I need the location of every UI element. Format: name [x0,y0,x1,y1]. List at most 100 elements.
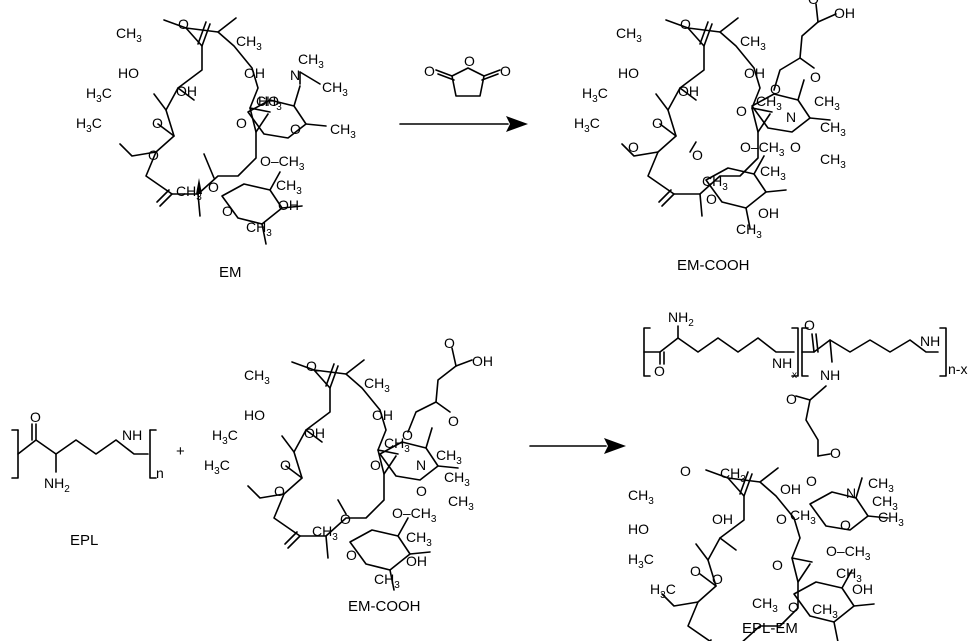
epl-structure: O NH2 NH n [11,409,164,495]
svg-text:O: O [274,483,285,499]
svg-text:O: O [786,391,797,407]
svg-text:CH3: CH3 [836,565,862,585]
svg-text:CH3: CH3 [752,595,778,615]
em-cooh-bottom-caption: EM-COOH [348,598,421,615]
em-cooh-top-structure: O CH3 CH3 HO OH OH H3C CH3 H3C O O O CH3… [574,0,855,241]
em-deso-n: N [290,67,300,83]
em-ring-o: O [152,115,163,131]
svg-text:O: O [690,563,701,579]
em-clad-ch3-2: CH3 [246,219,272,239]
svg-text:O: O [680,463,691,479]
svg-text:O: O [808,0,819,7]
em-cooh-bottom-structure: O CH3 CH3 HO OH OH H3C CH3 H3C O O O CH3… [204,335,493,591]
svg-text:CH3: CH3 [702,173,728,193]
svg-text:NH: NH [820,367,840,383]
em-deso-o: O [290,121,301,137]
svg-text:O: O [770,81,781,97]
svg-text:H3C: H3C [650,581,676,601]
em-clad-ch3: CH3 [276,177,302,197]
em-clad-link-o: O [208,179,219,195]
svg-text:CH3: CH3 [740,33,766,53]
svg-text:OH: OH [852,581,873,597]
svg-text:CH3: CH3 [814,93,840,113]
em-nme-ch3-2: CH3 [322,79,348,99]
em-glycoside-o: O [236,115,247,131]
svg-text:CH3: CH3 [444,469,470,489]
svg-text:N: N [786,109,796,125]
svg-text:CH3: CH3 [384,435,410,455]
svg-text:OH: OH [780,481,801,497]
em-clad-o: O [222,203,233,219]
em-ch3-label-4: CH3 [176,183,202,203]
svg-text:N: N [416,457,426,473]
em-oh-label-2: OH [244,65,265,81]
em-ketone-o: O [178,16,189,32]
svg-text:CH3: CH3 [820,151,846,171]
svg-text:OH: OH [304,425,325,441]
svg-text:O: O [628,139,639,155]
em-ch3-label: CH3 [116,25,142,45]
plus-sign: + [176,443,185,460]
svg-text:CH3: CH3 [436,447,462,467]
em-cooh-top-caption: EM-COOH [677,257,750,274]
svg-text:O: O [444,335,455,351]
svg-text:O: O [654,363,665,379]
svg-text:O: O [772,557,783,573]
svg-text:CH3: CH3 [872,493,898,513]
svg-text:O: O [788,599,799,615]
svg-text:O: O [712,571,723,587]
em-h3c-ethyl-label: H3C [76,115,102,135]
em-structure: O CH3 CH3 HO OH OH H3C CH3 H3C O O O CH3… [76,16,356,245]
em-caption: EM [219,264,242,281]
anhydride-o-left: O [424,63,435,79]
svg-text:O: O [804,317,815,333]
svg-text:O: O [806,473,817,489]
svg-text:HO: HO [628,521,649,537]
reaction-arrow-1-head [506,116,528,132]
svg-text:O: O [830,445,841,461]
svg-text:HO: HO [244,407,265,423]
em-lactone-o: O [148,147,159,163]
svg-text:H3C: H3C [212,427,238,447]
svg-text:O: O [790,139,801,155]
epl-em-structure: O NH2 NH x O NH NH n-x O O O O CH3 OH CH… [628,309,967,641]
svg-text:HO: HO [618,65,639,81]
em-ho-label: HO [118,65,139,81]
svg-text:O: O [692,147,703,163]
svg-text:NH2: NH2 [44,475,70,495]
reaction-arrow-2-head [604,438,626,454]
svg-text:CH3: CH3 [736,221,762,241]
svg-text:CH3: CH3 [790,507,816,527]
svg-text:NH: NH [920,333,940,349]
anhydride-ring-o: O [464,53,475,69]
svg-text:OH: OH [678,83,699,99]
em-ch3-label-2: CH3 [236,33,262,53]
svg-text:OH: OH [758,205,779,221]
svg-text:n-x: n-x [948,361,967,377]
em-h3c-label: H3C [86,85,112,105]
succinic-anhydride: O O O [424,53,511,97]
epl-caption: EPL [70,532,98,549]
svg-text:O: O [706,191,717,207]
svg-text:O: O [306,358,317,374]
em-oh-label: OH [176,83,197,99]
svg-text:OH: OH [406,553,427,569]
svg-text:O–CH3: O–CH3 [826,543,871,563]
svg-text:OH: OH [372,407,393,423]
svg-text:O: O [340,511,351,527]
svg-text:OH: OH [472,353,493,369]
svg-text:CH3: CH3 [878,509,904,529]
svg-text:H3C: H3C [204,457,230,477]
svg-text:CH3: CH3 [448,493,474,513]
svg-text:N: N [846,485,856,501]
svg-text:CH3: CH3 [364,375,390,395]
em-deso-ch3: CH3 [330,121,356,141]
svg-text:O–CH3: O–CH3 [392,505,437,525]
svg-text:x: x [792,370,797,381]
svg-text:O: O [448,413,459,429]
svg-text:CH3: CH3 [760,163,786,183]
svg-text:NH: NH [122,427,142,443]
svg-text:O: O [346,547,357,563]
svg-text:CH3: CH3 [868,475,894,495]
em-wedge [196,178,202,194]
